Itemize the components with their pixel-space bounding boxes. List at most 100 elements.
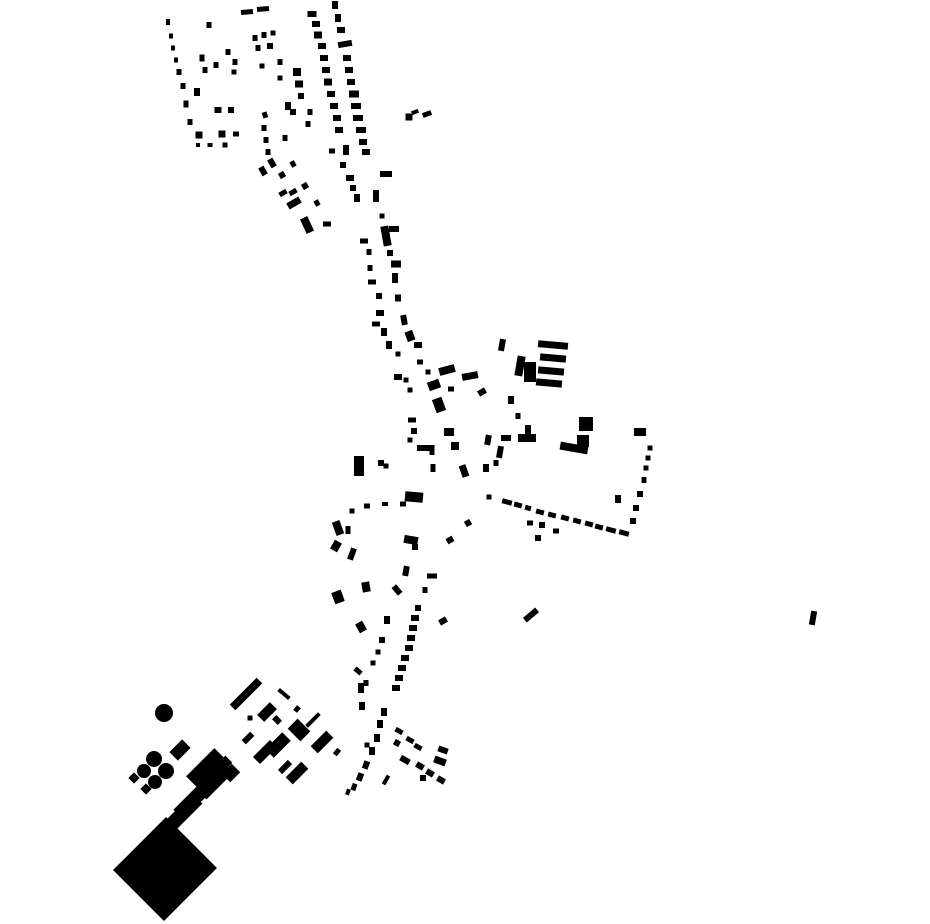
building xyxy=(498,338,506,352)
building xyxy=(421,110,433,118)
building xyxy=(395,351,401,357)
building xyxy=(318,43,326,49)
building xyxy=(405,113,413,121)
building xyxy=(241,731,255,745)
building xyxy=(194,88,200,96)
building xyxy=(437,745,449,755)
building xyxy=(355,620,367,634)
building xyxy=(277,59,283,65)
building xyxy=(425,768,435,778)
building xyxy=(298,93,304,99)
building xyxy=(267,43,273,49)
building xyxy=(395,675,403,681)
building xyxy=(293,68,301,76)
building xyxy=(584,520,594,528)
building xyxy=(461,371,479,381)
building xyxy=(140,783,152,795)
building xyxy=(343,55,351,61)
building xyxy=(169,739,191,761)
building xyxy=(356,127,366,133)
building xyxy=(322,67,330,73)
building xyxy=(261,111,269,119)
building xyxy=(547,511,557,519)
building xyxy=(256,5,270,13)
building xyxy=(207,143,213,147)
building xyxy=(282,135,288,141)
building-round xyxy=(146,751,162,767)
building xyxy=(430,464,436,472)
building xyxy=(407,387,413,393)
building xyxy=(267,157,277,169)
building xyxy=(299,216,315,234)
building xyxy=(331,520,345,536)
building xyxy=(198,783,212,797)
building xyxy=(286,196,302,210)
building xyxy=(477,387,487,397)
building xyxy=(335,127,343,133)
building xyxy=(312,21,320,27)
building xyxy=(295,80,303,88)
building xyxy=(332,747,342,757)
building xyxy=(643,465,649,471)
building xyxy=(353,115,363,121)
building xyxy=(429,445,435,455)
building xyxy=(392,685,400,691)
building xyxy=(483,464,489,472)
building xyxy=(431,396,447,414)
building xyxy=(539,522,545,528)
building xyxy=(361,581,371,593)
building xyxy=(383,463,389,469)
building xyxy=(330,103,338,109)
building xyxy=(340,162,346,168)
building xyxy=(560,514,570,522)
building xyxy=(277,687,291,701)
building xyxy=(378,460,384,466)
building xyxy=(389,226,399,232)
building xyxy=(399,754,411,766)
building xyxy=(381,708,387,716)
building-round xyxy=(148,775,162,789)
building xyxy=(335,14,341,22)
building xyxy=(128,772,140,784)
building xyxy=(323,221,331,227)
building xyxy=(559,441,589,455)
building xyxy=(513,501,523,509)
building xyxy=(195,131,203,139)
building xyxy=(343,145,349,155)
building xyxy=(347,547,357,561)
building xyxy=(438,364,456,376)
building xyxy=(433,755,447,767)
building xyxy=(307,109,313,115)
building xyxy=(364,742,370,748)
building xyxy=(381,774,391,786)
building-round xyxy=(155,704,173,722)
building xyxy=(572,517,582,525)
building xyxy=(535,378,563,388)
building xyxy=(293,705,301,713)
building xyxy=(425,369,431,375)
building xyxy=(637,491,643,497)
building xyxy=(408,417,416,423)
building xyxy=(368,279,376,285)
building xyxy=(405,735,415,745)
building xyxy=(394,726,404,736)
building xyxy=(305,712,321,728)
building xyxy=(404,491,424,503)
building xyxy=(187,119,193,125)
building xyxy=(615,495,621,503)
building xyxy=(391,260,401,268)
building xyxy=(515,413,521,419)
building xyxy=(376,310,384,316)
building xyxy=(345,67,353,73)
building xyxy=(333,115,341,121)
building xyxy=(417,359,423,365)
building xyxy=(261,125,267,131)
building xyxy=(183,100,189,108)
building xyxy=(314,31,322,39)
building xyxy=(360,238,368,244)
building xyxy=(113,817,217,921)
building xyxy=(445,535,455,545)
building xyxy=(553,528,559,534)
building xyxy=(350,185,356,191)
building xyxy=(407,437,413,443)
